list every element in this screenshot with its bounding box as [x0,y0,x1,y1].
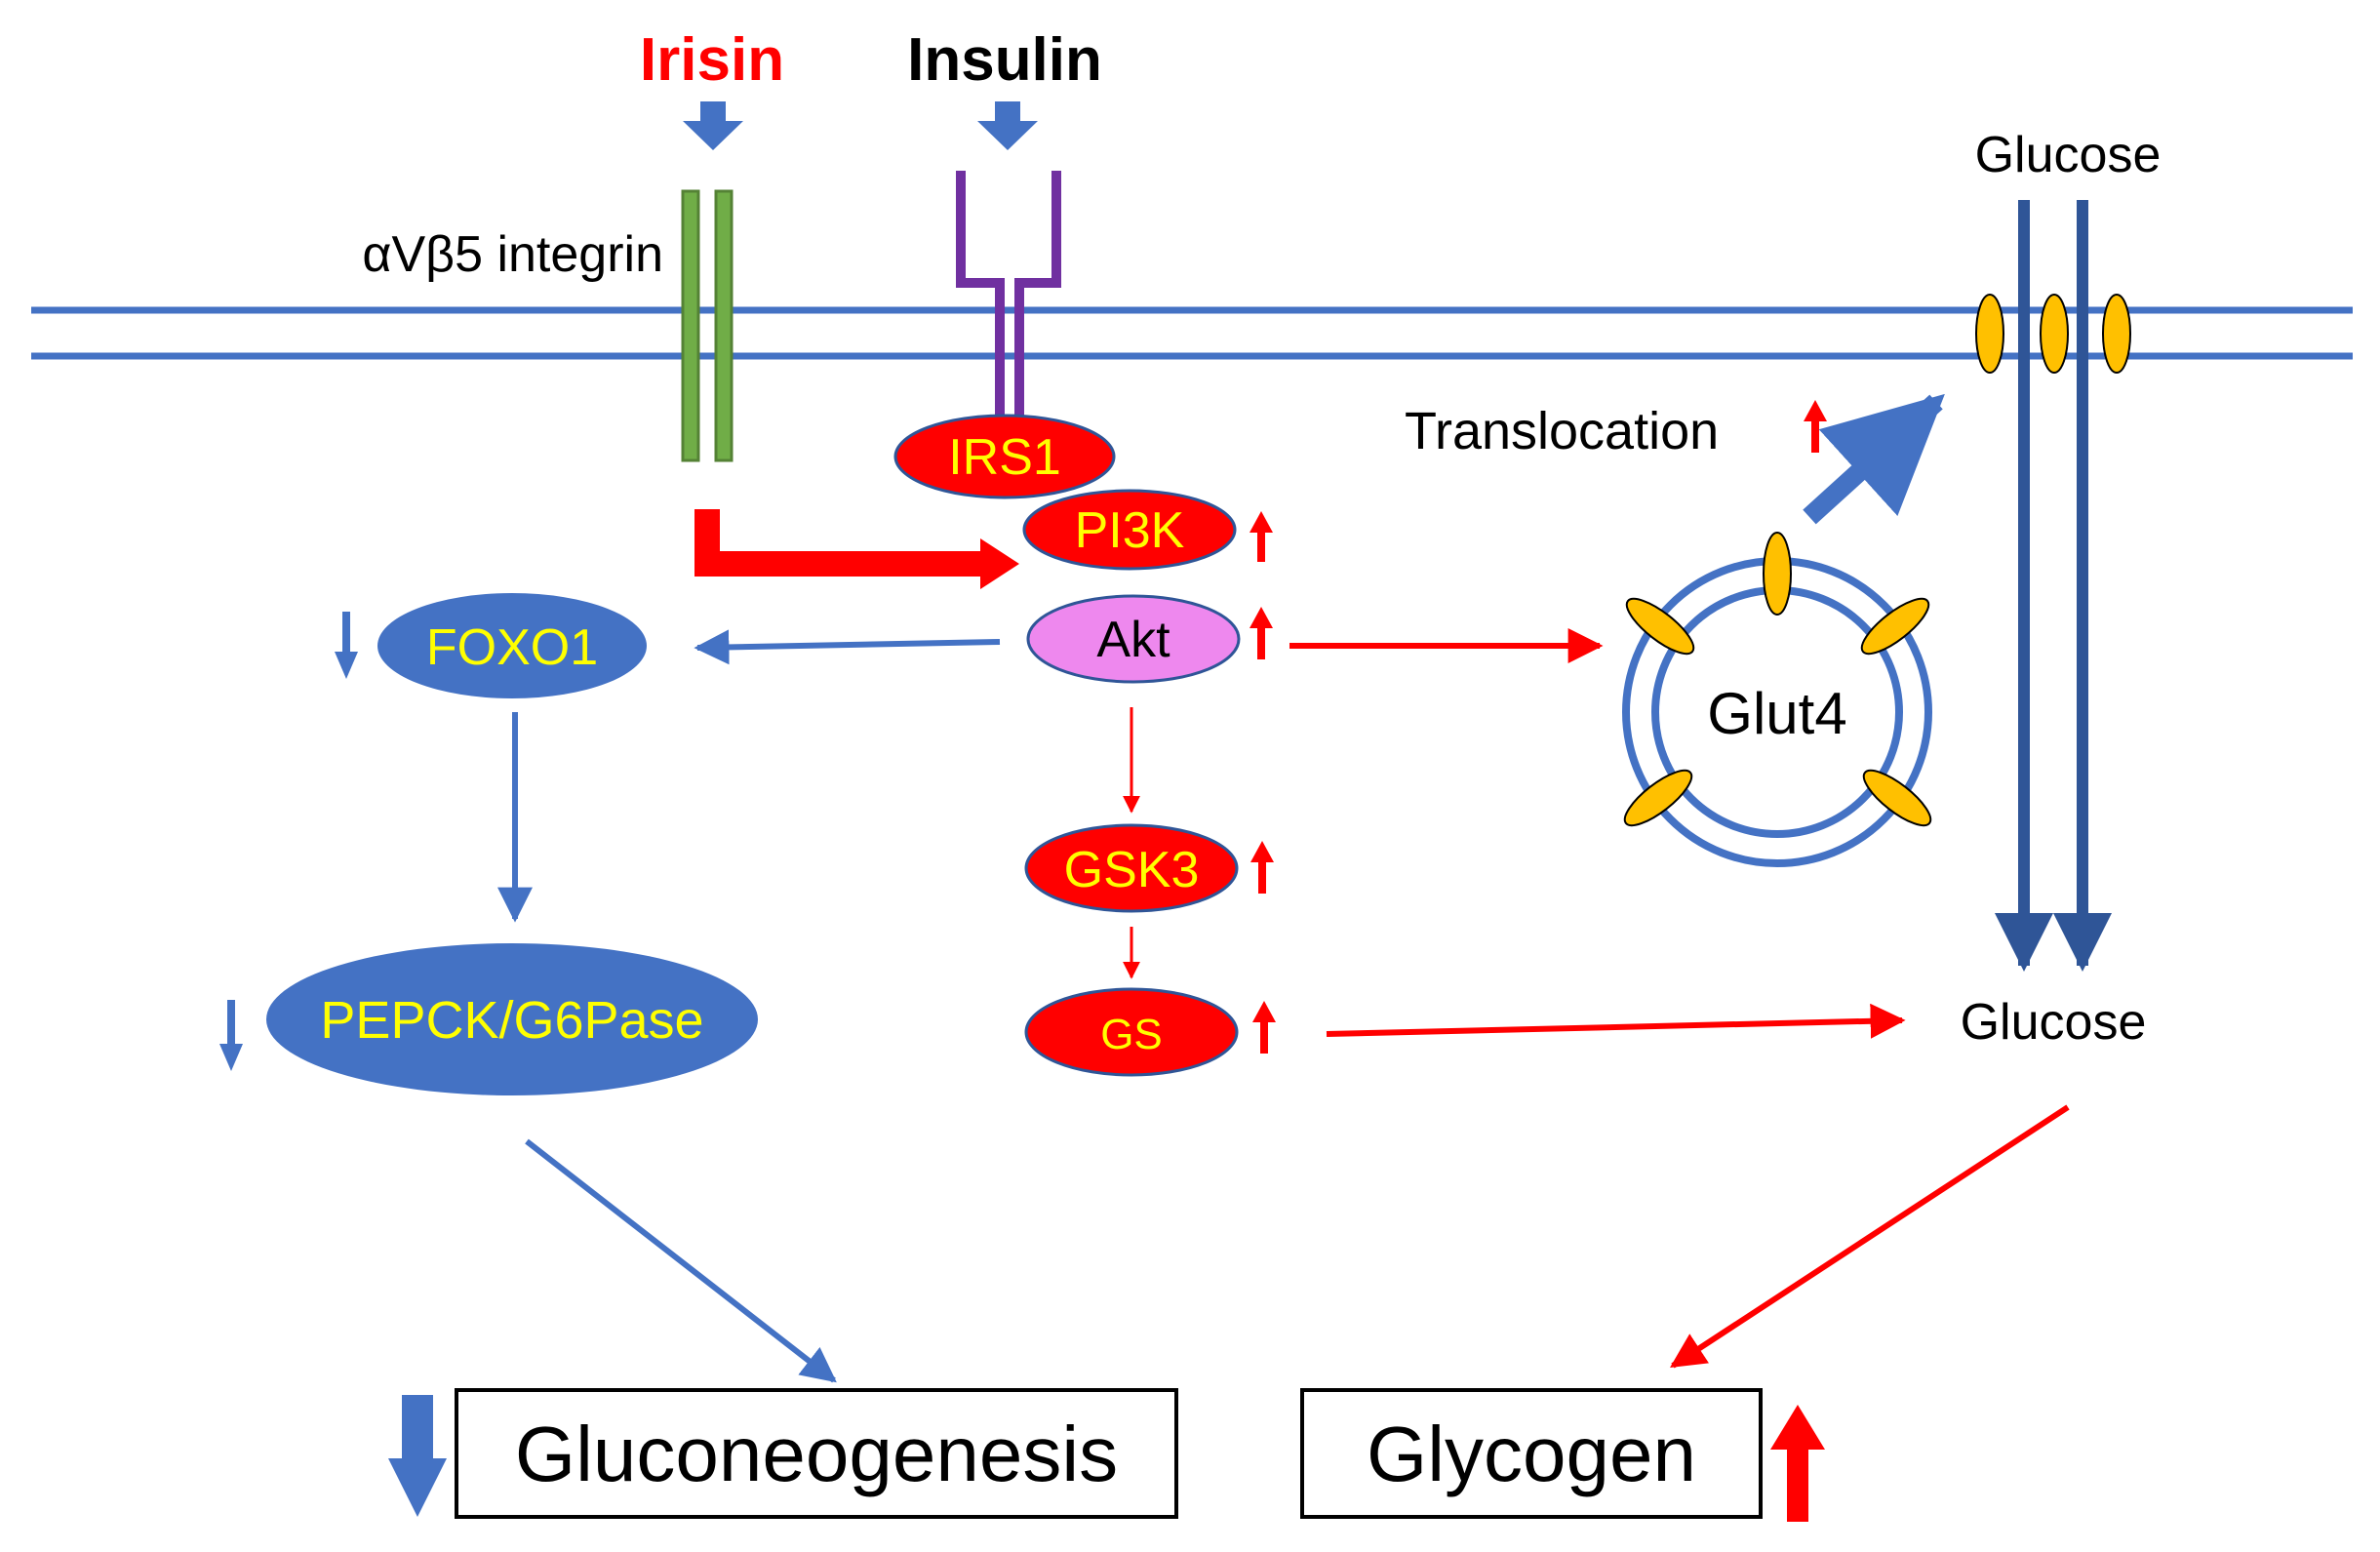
svg-text:GS: GS [1100,1011,1163,1058]
pi3k-up-arrow-icon [1250,511,1273,562]
insulin-receptor [956,171,1061,444]
insulin-label: Insulin [907,26,1102,94]
svg-text:PI3K: PI3K [1075,502,1185,559]
glut4-label: Glut4 [1707,681,1846,746]
gsk3-node: GSK3 [1024,823,1239,913]
gluconeogenesis-box: Gluconeogenesis [455,1388,1178,1519]
glut4-transporter-ovals [1623,532,1932,827]
irisin-down-arrow-icon [683,101,743,150]
gluconeogenesis-down-arrow-icon [388,1395,447,1517]
gs-glucose-arrow [1326,1003,1906,1039]
gs-node: GS [1024,987,1239,1077]
translocation-arrow [1803,393,1945,525]
cell-membrane [31,306,2353,360]
foxo1-down-arrow-icon [335,612,358,679]
insulin-down-arrow-icon [977,101,1038,150]
irs1-node: IRS1 [893,414,1116,499]
irisin-label: Irisin [640,26,784,94]
akt-foxo1-arrow [694,629,1001,665]
akt-node: Akt [1026,594,1241,684]
integrin-label: αVβ5 integrin [362,226,663,283]
glucose-top-label: Glucose [1975,127,2162,183]
glucose-glycogen-arrow [1669,1104,2070,1369]
translocation-label: Translocation [1405,402,1719,460]
svg-text:PEPCK/G6Pase: PEPCK/G6Pase [320,991,703,1050]
svg-text:Akt: Akt [1096,612,1170,668]
glycogen-up-arrow-icon [1770,1405,1825,1522]
pepck-g6pase-node: PEPCK/G6Pase [266,943,758,1095]
pepck-down-arrow-icon [219,1000,243,1071]
irisin-akt-arrow [694,509,1019,589]
svg-text:Glycogen: Glycogen [1367,1411,1696,1497]
svg-text:Gluconeogenesis: Gluconeogenesis [515,1411,1118,1497]
glucose-transporter-channel [1995,200,2112,972]
integrin-receptor [681,189,734,462]
glucose-mid-label: Glucose [1961,994,2147,1051]
glycogen-box: Glycogen [1300,1388,1763,1519]
svg-text:IRS1: IRS1 [948,429,1061,486]
akt-up-arrow-icon [1250,607,1273,659]
glut-membrane-ovals [1975,294,2131,374]
pepck-gluconeogenesis-arrow [525,1138,837,1383]
gsk3-up-arrow-icon [1250,841,1274,894]
foxo1-node: FOXO1 [377,593,647,698]
translocation-up-arrow-icon [1804,400,1827,453]
pi3k-node: PI3K [1022,489,1237,571]
svg-text:GSK3: GSK3 [1064,842,1200,898]
gs-up-arrow-icon [1252,1001,1276,1054]
svg-text:FOXO1: FOXO1 [426,619,598,676]
